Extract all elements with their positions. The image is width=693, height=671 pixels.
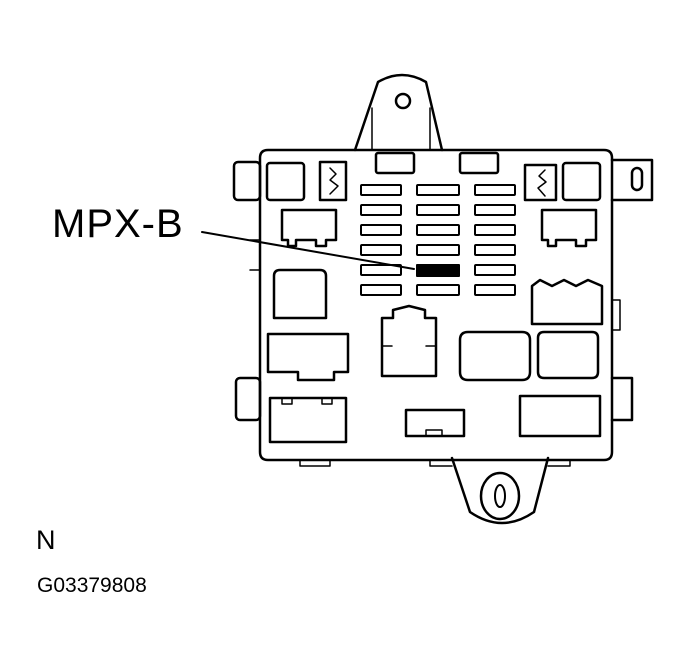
mpx-b-callout-label: MPX-B <box>52 202 184 246</box>
view-letter: N <box>36 525 56 555</box>
center-connectors <box>380 304 532 438</box>
top-mounting-bracket <box>353 73 444 152</box>
mpx-b-leader-line <box>201 231 415 270</box>
right-connectors <box>518 208 604 438</box>
side-tabs <box>232 158 654 467</box>
left-connectors <box>266 208 350 444</box>
top-connector-row <box>265 151 602 202</box>
figure-id: G03379808 <box>37 574 147 597</box>
fuse-grid <box>360 184 516 296</box>
junction-block-housing <box>258 148 614 462</box>
mpx-b-fuse <box>416 264 460 277</box>
bottom-mounting-bracket <box>450 456 550 525</box>
